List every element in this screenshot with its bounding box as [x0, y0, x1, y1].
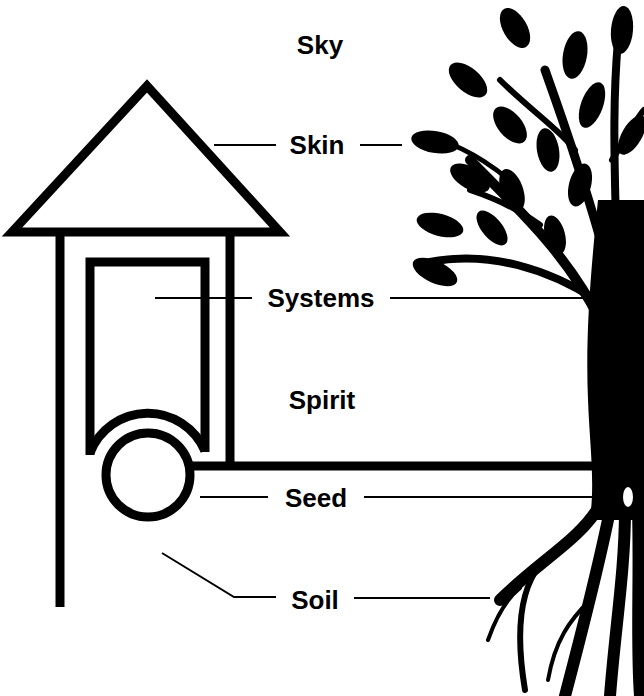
trunk — [587, 200, 644, 520]
label-holder: Systems — [268, 284, 375, 313]
root — [488, 588, 520, 640]
leaf — [533, 126, 562, 173]
part-label: Systems — [268, 284, 375, 313]
root — [610, 510, 625, 696]
leader-line — [360, 144, 402, 146]
leader-line — [214, 144, 276, 146]
root — [548, 600, 590, 680]
part-label: Soil — [291, 586, 339, 615]
label-holder: Seed — [285, 484, 347, 513]
leader-line — [390, 297, 586, 299]
leaf — [445, 157, 494, 198]
leaf — [609, 5, 635, 55]
part-label: Skin — [290, 131, 345, 160]
right-wall — [226, 232, 235, 470]
house-drawing — [12, 86, 620, 607]
leaf — [409, 252, 462, 292]
leader-line — [200, 496, 268, 498]
roof — [12, 86, 280, 232]
leaf — [414, 208, 466, 242]
leader-line — [354, 597, 490, 599]
left-wall — [56, 232, 65, 607]
label-holder: Skin — [290, 131, 345, 160]
label-holder: Sky — [297, 31, 343, 60]
inner-frame — [90, 262, 205, 455]
leaf — [487, 100, 534, 149]
leaf — [564, 161, 597, 209]
root — [638, 510, 640, 696]
ground-line — [188, 462, 620, 471]
root — [500, 505, 600, 600]
seed-mark — [623, 487, 633, 507]
leaf — [573, 79, 610, 132]
leader-line — [155, 297, 252, 299]
label-holder: Soil — [291, 586, 339, 615]
leaf — [443, 56, 494, 104]
part-label: Spirit — [289, 386, 355, 415]
leaf — [409, 127, 460, 157]
leaf — [494, 3, 537, 53]
leaf — [494, 166, 530, 215]
leaf — [559, 29, 591, 80]
leader-lines — [155, 145, 622, 598]
seed-circle — [106, 433, 190, 517]
leader-line — [162, 553, 276, 597]
leaf — [540, 213, 570, 257]
tree-drawing — [409, 3, 644, 696]
leaf — [471, 205, 513, 250]
part-label: Sky — [297, 31, 343, 60]
part-label: Seed — [285, 484, 347, 513]
leader-line — [364, 496, 622, 498]
leaves — [409, 3, 644, 292]
root — [520, 565, 540, 690]
leaf — [612, 111, 644, 159]
label-holder: Spirit — [289, 386, 355, 415]
